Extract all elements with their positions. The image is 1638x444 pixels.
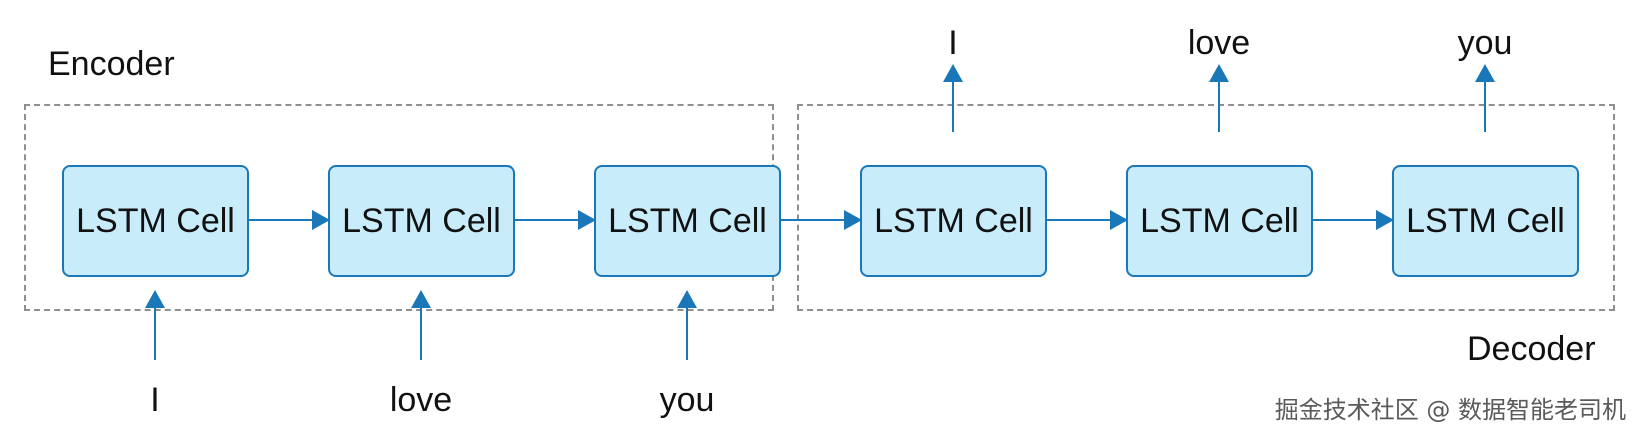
- input-word-3: you: [659, 381, 715, 419]
- encoder-label: Encoder: [48, 45, 175, 83]
- watermark: 掘金技术社区 @ 数据智能老司机: [1274, 396, 1626, 424]
- decoder-label: Decoder: [1467, 330, 1596, 368]
- decoder-lstm-cell-2: LSTM Cell: [1126, 165, 1313, 277]
- output-word-2: love: [1187, 24, 1251, 62]
- input-word-2: love: [389, 381, 453, 419]
- decoder-lstm-cell-1: LSTM Cell: [860, 165, 1047, 277]
- decoder-box: [797, 104, 1615, 311]
- output-word-1: I: [948, 24, 958, 62]
- input-word-1: I: [150, 381, 160, 419]
- encoder-lstm-cell-3: LSTM Cell: [594, 165, 781, 277]
- output-word-3: you: [1457, 24, 1513, 62]
- decoder-lstm-cell-3: LSTM Cell: [1392, 165, 1579, 277]
- encoder-lstm-cell-1: LSTM Cell: [62, 165, 249, 277]
- encoder-lstm-cell-2: LSTM Cell: [328, 165, 515, 277]
